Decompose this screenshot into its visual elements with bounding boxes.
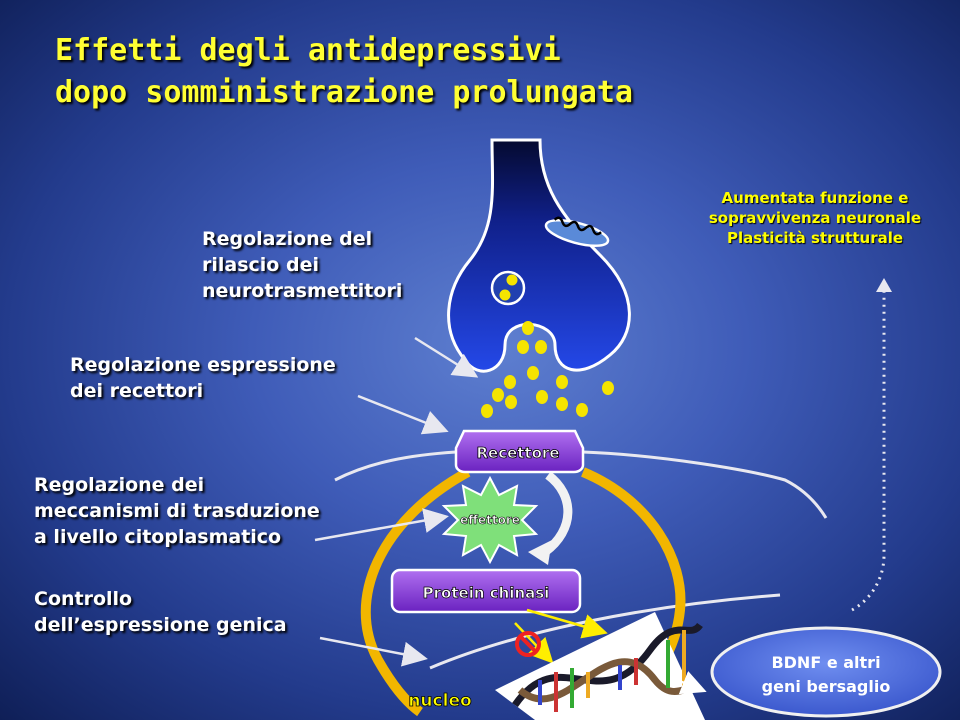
postsynaptic-membrane-left	[334, 450, 457, 482]
protein-kinase-label: Protein chinasi	[423, 584, 550, 602]
label-transduction-line-1: Regolazione dei	[34, 474, 205, 496]
label-transduction-line-2: meccanismi di trasduzione	[34, 500, 320, 522]
receptors-pointer-arrow	[357, 394, 449, 435]
label-transduction: Regolazione dei meccanismi di trasduzion…	[34, 472, 320, 550]
kinase-arrow-1	[526, 608, 608, 639]
neurotransmitter-dot	[527, 366, 539, 380]
neurotransmitter-dot	[535, 340, 547, 354]
release-pointer-arrow	[414, 336, 479, 378]
receptor-label: Recettore	[476, 444, 559, 462]
presynaptic-terminal	[447, 138, 631, 373]
label-receptors-line-2: dei recettori	[70, 380, 204, 402]
label-release-line-2: rilascio dei	[202, 254, 319, 276]
outcome-text: Aumentata funzione e sopravvivenza neuro…	[680, 188, 950, 248]
neurotransmitter-dot	[556, 397, 568, 411]
neurotransmitter-dot	[492, 388, 504, 402]
kinase-arrow-2	[514, 622, 554, 664]
title-line-1: Effetti degli antidepressivi	[55, 33, 561, 68]
gene-expression-arrow	[671, 670, 707, 695]
neurotransmitter-dot	[504, 375, 516, 389]
neurotransmitter-dot	[522, 321, 534, 335]
neurotransmitter-dot	[556, 375, 568, 389]
label-receptors: Regolazione espressione dei recettori	[70, 352, 336, 404]
label-release-line-1: Regolazione del	[202, 228, 373, 250]
gene-pointer-arrow	[319, 636, 428, 667]
receptor: Recettore	[454, 429, 585, 474]
mitochondrion	[544, 216, 610, 247]
bdnf-label-line2: geni bersaglio	[762, 677, 891, 696]
synaptic-vesicle	[490, 270, 526, 306]
inhibition-icon	[515, 631, 541, 657]
dna-image	[495, 612, 705, 720]
effector-cycle-arrow	[542, 471, 573, 556]
nucleus-label: nucleo	[408, 691, 471, 711]
neurotransmitter-dot	[536, 390, 548, 404]
label-release: Regolazione del rilascio dei neurotrasme…	[202, 226, 402, 304]
effector-label: effettore	[460, 513, 520, 527]
postsynaptic-membrane-right	[582, 450, 828, 519]
effector: effettore	[441, 475, 539, 565]
label-gene-line-1: Controllo	[34, 588, 133, 610]
protein-kinase: Protein chinasi	[390, 568, 582, 614]
neurotransmitter-dot	[505, 395, 517, 409]
label-release-line-3: neurotrasmettitori	[202, 280, 403, 302]
outcome-line-3: Plasticità strutturale	[726, 229, 904, 247]
neurotransmitter-group	[481, 321, 614, 418]
neurotransmitter-dot	[517, 340, 529, 354]
page-title: Effetti degli antidepressivi dopo sommin…	[55, 30, 633, 114]
outcome-line-2: sopravvivenza neuronale	[708, 209, 922, 227]
label-gene-line-2: dell’espressione genica	[34, 614, 287, 636]
label-transduction-line-3: a livello citoplasmatico	[34, 526, 282, 548]
bdnf-label-line1: BDNF e altri	[771, 653, 880, 672]
title-line-2: dopo somministrazione prolungata	[55, 75, 633, 110]
neurotransmitter-dot	[481, 404, 493, 418]
neurotransmitter-dot	[576, 403, 588, 417]
label-gene-expression: Controllo dell’espressione genica	[34, 586, 287, 638]
transduction-pointer-arrow	[314, 508, 449, 542]
neurotransmitter-dot	[602, 381, 614, 395]
label-receptors-line-1: Regolazione espressione	[70, 354, 336, 376]
bdnf-target-genes: BDNF e altri geni bersaglio	[710, 626, 942, 718]
outcome-line-1: Aumentata funzione e	[721, 189, 909, 207]
outcome-arrow	[851, 292, 886, 612]
